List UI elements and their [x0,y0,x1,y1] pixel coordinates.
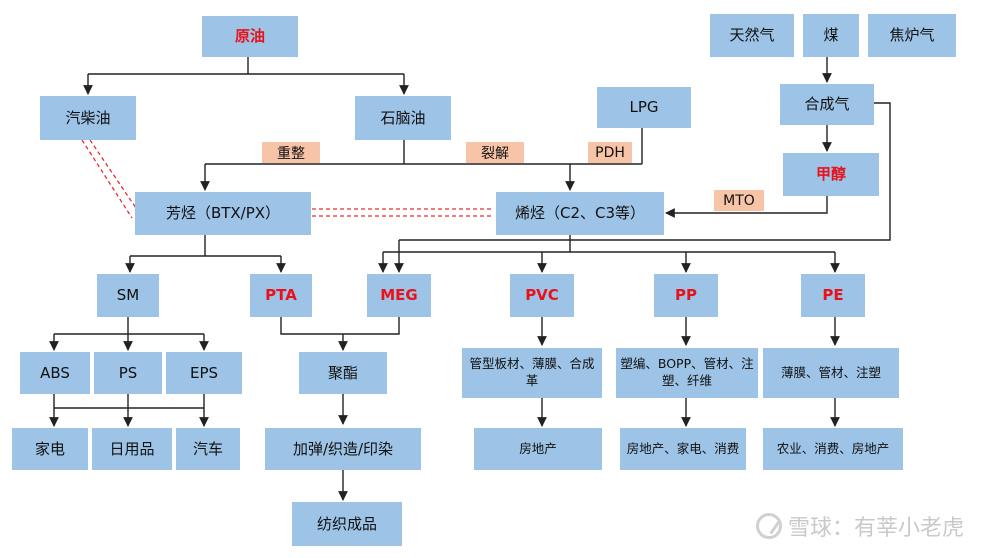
node-crude-oil: 原油 [202,16,298,57]
node-coal: 煤 [803,14,859,57]
node-pvc-applications: 管型板材、薄膜、合成革 [462,348,602,398]
node-home-appliance: 家电 [12,428,88,470]
node-natural-gas: 天然气 [710,14,794,57]
node-naphtha: 石脑油 [355,96,451,140]
watermark-text: 雪球：有莘小老虎 [787,516,964,541]
node-pvc: PVC [510,274,574,317]
node-pp-end-markets: 房地产、家电、消费 [620,428,746,470]
node-olefins: 烯烃（C2、C3等） [496,192,664,235]
node-pp: PP [654,274,718,317]
node-diesel: 汽柴油 [40,96,136,140]
node-pe-applications: 薄膜、管材、注塑 [763,348,899,398]
node-coke-oven-gas: 焦炉气 [868,14,956,57]
node-methanol: 甲醇 [783,153,879,196]
node-textile-products: 纺织成品 [292,502,402,546]
watermark: 雪球：有莘小老虎 [755,510,964,542]
node-pvc-real-estate: 房地产 [474,428,602,470]
node-pta: PTA [250,274,312,317]
process-pdh: PDH [588,142,632,163]
node-sm: SM [97,274,159,317]
node-pe-end-markets: 农业、消费、房地产 [763,428,903,470]
node-pe: PE [801,274,865,317]
node-ps: PS [94,352,162,394]
process-reforming: 重整 [262,142,320,163]
node-texturing-weaving-dyeing: 加弹/织造/印染 [265,428,421,470]
node-lpg: LPG [597,87,691,128]
process-mto: MTO [714,190,764,211]
xueqiu-logo-icon [755,513,782,539]
process-cracking: 裂解 [466,142,524,163]
node-automobile: 汽车 [176,428,240,470]
node-daily-goods: 日用品 [92,428,172,470]
node-aromatics: 芳烃（BTX/PX） [135,192,311,235]
node-abs: ABS [20,352,90,394]
node-pp-applications: 塑编、BOPP、管材、注塑、纤维 [616,348,758,398]
node-meg: MEG [367,274,431,317]
node-eps: EPS [166,352,242,394]
node-syngas: 合成气 [780,84,874,125]
node-polyester: 聚酯 [299,352,387,394]
